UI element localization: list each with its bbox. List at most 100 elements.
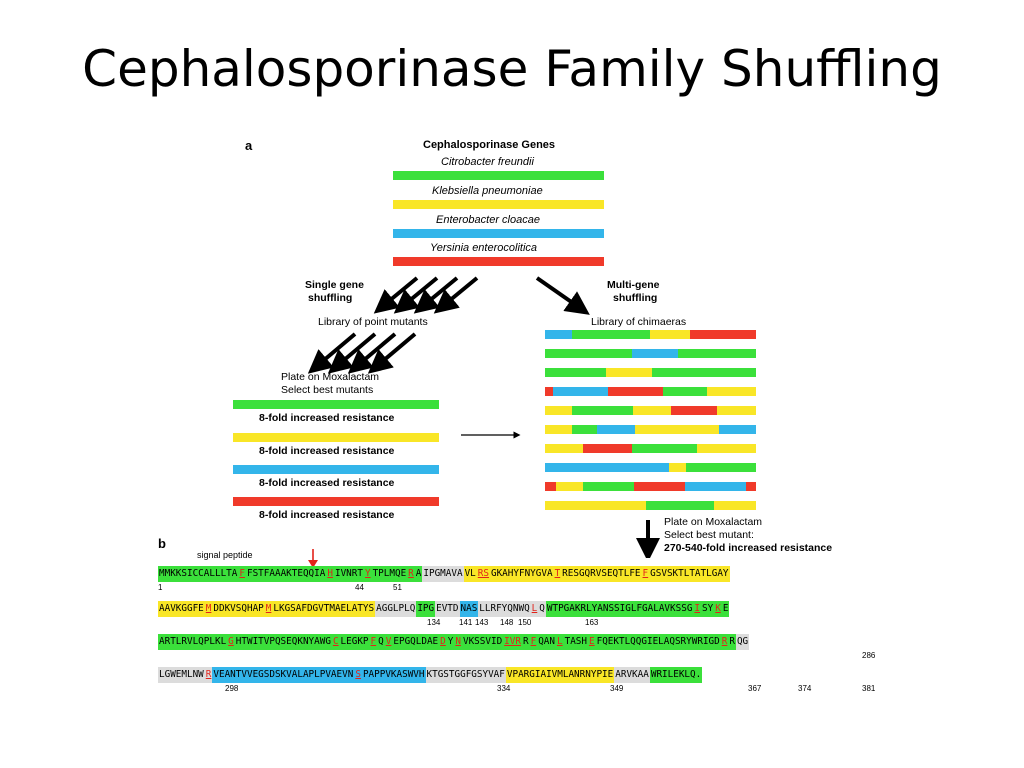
single-heading-2: shuffling — [308, 292, 353, 304]
multi-plate-1: Plate on Moxalactam — [664, 516, 763, 528]
chimaera-segment — [545, 425, 572, 434]
mutation-residue: L — [555, 634, 564, 650]
chimaera-segment — [650, 330, 690, 339]
sequence-segment: LLRFYQNWQ — [478, 601, 531, 617]
row4-num-5: 374 — [798, 684, 812, 693]
result-label-yellow: 8-fold increased resistance — [259, 445, 395, 457]
sequence-segment: WRILEKLQ. — [649, 667, 703, 683]
chimaera-library: Library of chimaeras — [591, 316, 687, 328]
slide-title: Cephalosporinase Family Shuffling — [82, 40, 942, 98]
chimaera-segment — [669, 463, 686, 472]
panel-b-label: b — [158, 536, 166, 551]
chimaera-segment — [572, 330, 650, 339]
gene-bar-yersinia — [393, 257, 604, 266]
sequence-segment: Q — [538, 601, 546, 617]
gene-bar-citrobacter — [393, 171, 604, 180]
sequence-segment: QAN — [537, 634, 556, 650]
chimaera-segment — [719, 425, 756, 434]
sequence-segment: VPARGIAIVMLANRNYPIE — [505, 667, 615, 683]
mutation-residue: F — [238, 566, 246, 582]
multi-result: 270-540-fold increased resistance — [664, 542, 833, 554]
multi-shuffle-arrow — [535, 276, 590, 315]
chimaera-segment — [652, 368, 756, 377]
chimaera-segment — [545, 330, 572, 339]
chimaera-stack — [545, 330, 756, 520]
sequence-segment: ARVKAA — [614, 667, 650, 683]
panel-a-label: a — [245, 138, 253, 153]
chimaera-segment — [545, 463, 669, 472]
mutation-residue: IVR — [503, 634, 522, 650]
sequence-segment: IPGMAVA — [422, 566, 464, 582]
row4-num-6: 381 — [862, 684, 876, 693]
chimaera-segment — [717, 406, 756, 415]
result-bar-green — [233, 400, 439, 409]
result-bar-blue — [233, 465, 439, 474]
chimaera-segment — [714, 501, 756, 510]
row2-num-2: 141 — [459, 618, 473, 627]
chimaera-segment — [572, 425, 597, 434]
row2-num-6: 163 — [585, 618, 599, 627]
sequence-segment: E — [721, 601, 730, 617]
sequence-segment: DDKVSQHAP — [212, 601, 265, 617]
chimaera-segment — [553, 387, 608, 396]
gene-label-enterobacter: Enterobacter cloacae — [436, 214, 540, 226]
chimaera-segment — [685, 482, 746, 491]
chimaera-segment — [556, 482, 583, 491]
single-heading-1: Single gene — [305, 279, 364, 291]
chimaera-segment — [663, 387, 707, 396]
sequence-segment: VKSSVID — [461, 634, 504, 650]
sequence-segment: ARTLRVLQPLKL — [158, 634, 228, 650]
mutation-residue: M — [264, 601, 273, 617]
row2-num-4: 148 — [500, 618, 514, 627]
row2-num-3: 143 — [475, 618, 489, 627]
sequence-segment: EPGQLDAE — [392, 634, 440, 650]
mutation-residue: R — [720, 634, 729, 650]
chimaera-segment — [545, 349, 632, 358]
chimaera-segment — [634, 482, 685, 491]
chimaera-segment — [608, 387, 663, 396]
single-plate-2: Select best mutants — [281, 384, 374, 396]
sequence-segment: IPG — [416, 601, 436, 617]
sequence-segment: PAPPVKASWVH — [361, 667, 426, 683]
mutation-residue: H — [326, 566, 334, 582]
multi-plate-2: Select best mutant: — [664, 529, 754, 541]
sequence-segment: TPLMQE — [371, 566, 408, 582]
result-bar-red — [233, 497, 439, 506]
mutation-residue: F — [529, 634, 538, 650]
chimaera-segment — [597, 425, 635, 434]
sequence-segment: SY — [701, 601, 715, 617]
sequence-segment: AAVKGGFE — [158, 601, 205, 617]
mutation-residue: K — [714, 601, 722, 617]
chimaera-segment — [545, 387, 553, 396]
chimaera-segment — [707, 387, 756, 396]
chimaera-segment — [633, 406, 671, 415]
sequence-segment: VEANTVVEGSDSKVALAPLPVAEVN — [212, 667, 355, 683]
sequence-segment: FSTFAAAKTEQQIA — [245, 566, 327, 582]
mutation-residue: F — [369, 634, 378, 650]
single-plate-1: Plate on Moxalactam — [281, 371, 380, 383]
single-shuffle-arrows — [307, 276, 479, 374]
chimaera-segment — [583, 444, 632, 453]
row3-num-1: 286 — [862, 651, 876, 660]
chimaera-segment — [545, 482, 556, 491]
row2-num-1: 134 — [427, 618, 441, 627]
mutation-residue: F — [641, 566, 650, 582]
row4-num-3: 349 — [610, 684, 624, 693]
chimaera-segment — [583, 482, 634, 491]
point-mutant-library: Library of point mutants — [318, 316, 428, 328]
sequence-segment: LKGSAFDGVTMAELATYS — [272, 601, 376, 617]
sequence-segment: R — [521, 634, 530, 650]
sequence-segment: VL — [463, 566, 477, 582]
signal-peptide-label: signal peptide — [197, 550, 253, 560]
result-label-green: 8-fold increased resistance — [259, 412, 395, 424]
sequence-segment: KTGSTGGFGSYVAF — [425, 667, 506, 683]
chimaera-segment — [606, 368, 652, 377]
gene-bar-klebsiella — [393, 200, 604, 209]
row4-num-1: 298 — [225, 684, 239, 693]
chimaera-segment — [746, 482, 756, 491]
gene-bar-enterobacter — [393, 229, 604, 238]
shuffling-arrows — [307, 276, 660, 558]
chimaera-segment — [671, 406, 717, 415]
